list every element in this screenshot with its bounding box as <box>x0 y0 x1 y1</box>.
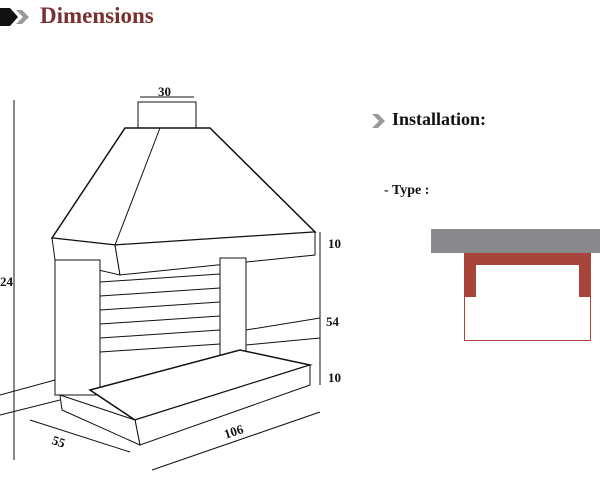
header-arrow-icon-2 <box>16 10 29 24</box>
dim-chimney: 30 <box>158 84 171 99</box>
dim-bottom: 10 <box>328 370 341 385</box>
hood <box>50 127 317 246</box>
type-label: - Type : <box>384 183 430 198</box>
fireplace-frame <box>464 253 591 297</box>
chimney <box>137 101 197 129</box>
installation-heading: Installation: <box>392 109 487 129</box>
header-arrow-icon <box>0 8 18 26</box>
dim-middle: 54 <box>326 314 339 329</box>
dim-top: 10 <box>328 236 341 251</box>
wall-block <box>431 229 600 253</box>
page-title: Dimensions <box>40 3 154 28</box>
installation-arrow-icon <box>372 114 385 128</box>
dim-height: 24 <box>0 274 13 289</box>
